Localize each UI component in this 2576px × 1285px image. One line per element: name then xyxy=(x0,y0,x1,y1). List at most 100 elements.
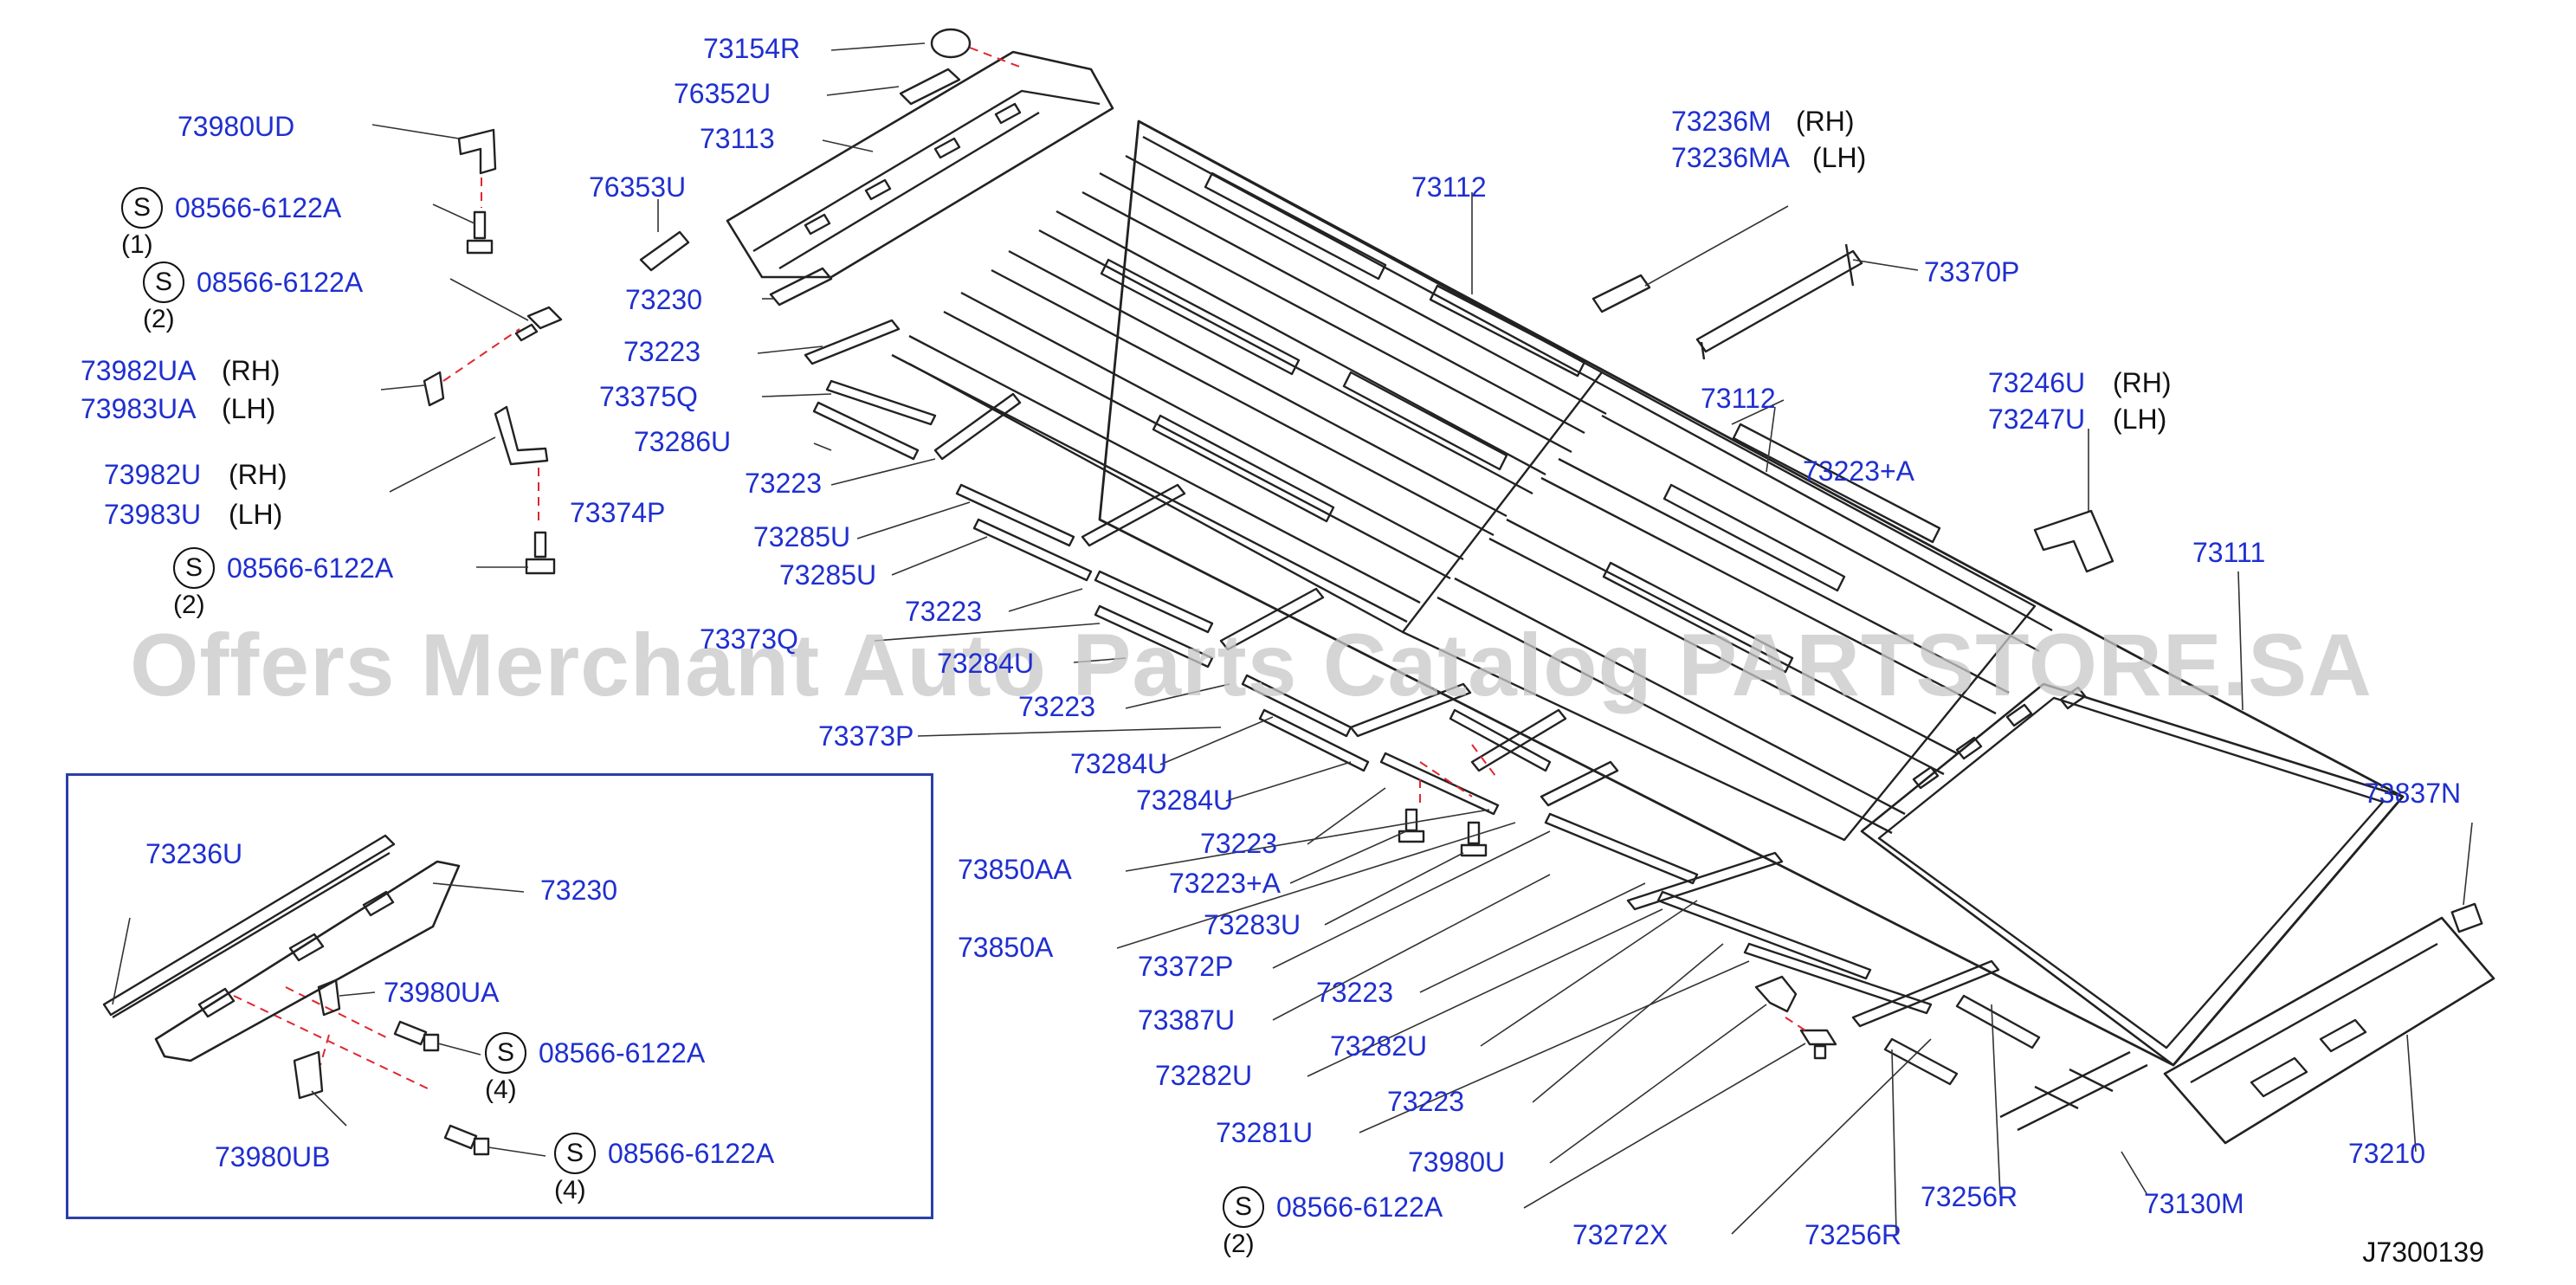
part-number-label[interactable]: 73223 xyxy=(623,336,700,367)
part-number-label[interactable]: 73246U xyxy=(1988,367,2086,398)
inset-part-73230 xyxy=(154,860,461,1062)
part-number-label[interactable]: 73850A xyxy=(958,932,1054,963)
part-number-label[interactable]: 73236U xyxy=(145,838,243,869)
roof-rear-panel xyxy=(1860,682,2405,1067)
leader-line xyxy=(1125,683,1230,709)
part-number-label[interactable]: 73387U xyxy=(1138,1004,1236,1036)
part-number-label[interactable]: 73113 xyxy=(700,123,775,154)
part-number-label[interactable]: 08566-6122A xyxy=(1276,1191,1443,1223)
part-number-label[interactable]: 73373P xyxy=(818,720,914,752)
part-76353U xyxy=(639,230,690,272)
bracket-73982U xyxy=(494,405,549,466)
part-number-label[interactable]: 08566-6122A xyxy=(227,552,394,584)
part-number-label[interactable]: 73272X xyxy=(1572,1219,1669,1250)
front-header xyxy=(726,50,1114,279)
part-number-label[interactable]: 73370P xyxy=(1924,256,2020,287)
part-number-label[interactable]: 73286U xyxy=(634,426,732,457)
part-number-label[interactable]: 73372P xyxy=(1138,951,1234,982)
part-number-label[interactable]: 73130M xyxy=(2144,1188,2244,1219)
leader-line xyxy=(2121,1151,2148,1196)
leader-line xyxy=(1008,588,1083,612)
part-number-label[interactable]: 73223+A xyxy=(1803,455,1915,487)
leader-line xyxy=(1731,1038,1932,1235)
part-number-label[interactable]: 73281U xyxy=(1216,1117,1314,1148)
side-label: (RH) xyxy=(1796,106,1855,137)
part-number-label[interactable]: 08566-6122A xyxy=(608,1138,775,1169)
part-number-label[interactable]: 73223 xyxy=(905,596,982,627)
bracket-73980U xyxy=(1754,975,1798,1013)
part-number-label[interactable]: 08566-6122A xyxy=(175,192,342,223)
part-number-label[interactable]: 73980UB xyxy=(215,1141,331,1172)
part-73837N xyxy=(2450,902,2483,933)
inset-bolt-icon xyxy=(393,1020,490,1156)
part-number-label[interactable]: 73284U xyxy=(1070,748,1168,779)
part-number-label[interactable]: 73223+A xyxy=(1169,868,1282,899)
part-number-label[interactable]: 73282U xyxy=(1155,1060,1253,1091)
leader-line xyxy=(2463,822,2473,906)
part-number-label[interactable]: 73374P xyxy=(570,497,666,528)
leader-line xyxy=(1324,852,1464,926)
leader-line xyxy=(813,442,832,451)
part-number-label[interactable]: 73285U xyxy=(753,521,851,552)
leader-line xyxy=(1307,787,1386,845)
part-number-label[interactable]: 73983U xyxy=(104,499,202,530)
leader-line xyxy=(112,917,131,1005)
part-number-label[interactable]: 76352U xyxy=(674,78,772,109)
part-number-label[interactable]: 73283U xyxy=(1204,909,1301,940)
side-label: (LH) xyxy=(222,393,276,424)
leader-line xyxy=(1991,1004,2001,1196)
part-number-label[interactable]: 73837N xyxy=(2364,778,2462,809)
part-number-label[interactable]: 73282U xyxy=(1330,1030,1428,1062)
leader-line xyxy=(380,384,425,391)
part-number-label[interactable]: 73980UD xyxy=(178,111,295,142)
part-number-label[interactable]: 73223 xyxy=(1387,1086,1464,1117)
part-number-label[interactable]: 73980U xyxy=(1408,1146,1506,1178)
leader-line xyxy=(2406,1034,2417,1153)
leader-line xyxy=(830,458,936,486)
leader-line xyxy=(371,124,460,139)
part-number-label[interactable]: 73285U xyxy=(779,559,877,591)
part-number-label[interactable]: 73850AA xyxy=(958,854,1072,885)
leader-line xyxy=(1272,874,1551,1021)
part-number-label[interactable]: 73223 xyxy=(1200,828,1277,859)
leader-line xyxy=(432,882,525,893)
side-label: (RH) xyxy=(2113,367,2172,398)
part-number-label[interactable]: 73230 xyxy=(540,875,617,906)
s-fastener-symbol: S xyxy=(143,262,184,303)
part-number-label[interactable]: 73980UA xyxy=(384,977,500,1008)
part-number-label[interactable]: 08566-6122A xyxy=(197,267,364,298)
part-number-label[interactable]: 73236MA xyxy=(1671,142,1790,173)
leader-line xyxy=(1852,259,1919,271)
leader-line xyxy=(874,623,1101,642)
part-number-label[interactable]: 73982UA xyxy=(81,355,197,386)
part-number-label[interactable]: 73236M xyxy=(1671,106,1772,137)
part-number-label[interactable]: 73223 xyxy=(745,468,822,499)
bolt-icon xyxy=(466,210,1837,1060)
part-number-label[interactable]: 73223 xyxy=(1018,691,1095,722)
part-number-label[interactable]: 73375Q xyxy=(599,381,698,412)
s-fastener-symbol: S xyxy=(554,1133,596,1174)
part-number-label[interactable]: 73112 xyxy=(1701,383,1776,414)
part-number-label[interactable]: 73111 xyxy=(2192,537,2266,568)
part-76352U xyxy=(899,68,961,106)
part-number-label[interactable]: 73230 xyxy=(625,284,702,315)
part-number-label[interactable]: 73112 xyxy=(1411,171,1487,203)
leader-line xyxy=(1307,908,1663,1077)
part-number-label[interactable]: 73247U xyxy=(1988,404,2086,435)
part-number-label[interactable]: 73256R xyxy=(1921,1181,2018,1212)
part-number-label[interactable]: 73983UA xyxy=(81,393,197,424)
part-number-label[interactable]: 73284U xyxy=(1136,785,1234,816)
quantity-label: (4) xyxy=(554,1176,586,1204)
leader-line xyxy=(891,536,988,576)
part-number-label[interactable]: 73154R xyxy=(703,33,801,64)
part-number-label[interactable]: 73284U xyxy=(937,648,1035,679)
leader-line xyxy=(1159,716,1274,765)
part-number-label[interactable]: 73256R xyxy=(1804,1219,1902,1250)
part-number-label[interactable]: 73373Q xyxy=(700,623,798,655)
part-number-label[interactable]: 73982U xyxy=(104,459,202,490)
part-number-label[interactable]: 73210 xyxy=(2348,1138,2425,1169)
bracket-73982UA xyxy=(423,371,445,407)
part-number-label[interactable]: 76353U xyxy=(589,171,687,203)
part-number-label[interactable]: 73223 xyxy=(1316,977,1393,1008)
part-number-label[interactable]: 08566-6122A xyxy=(539,1037,706,1069)
